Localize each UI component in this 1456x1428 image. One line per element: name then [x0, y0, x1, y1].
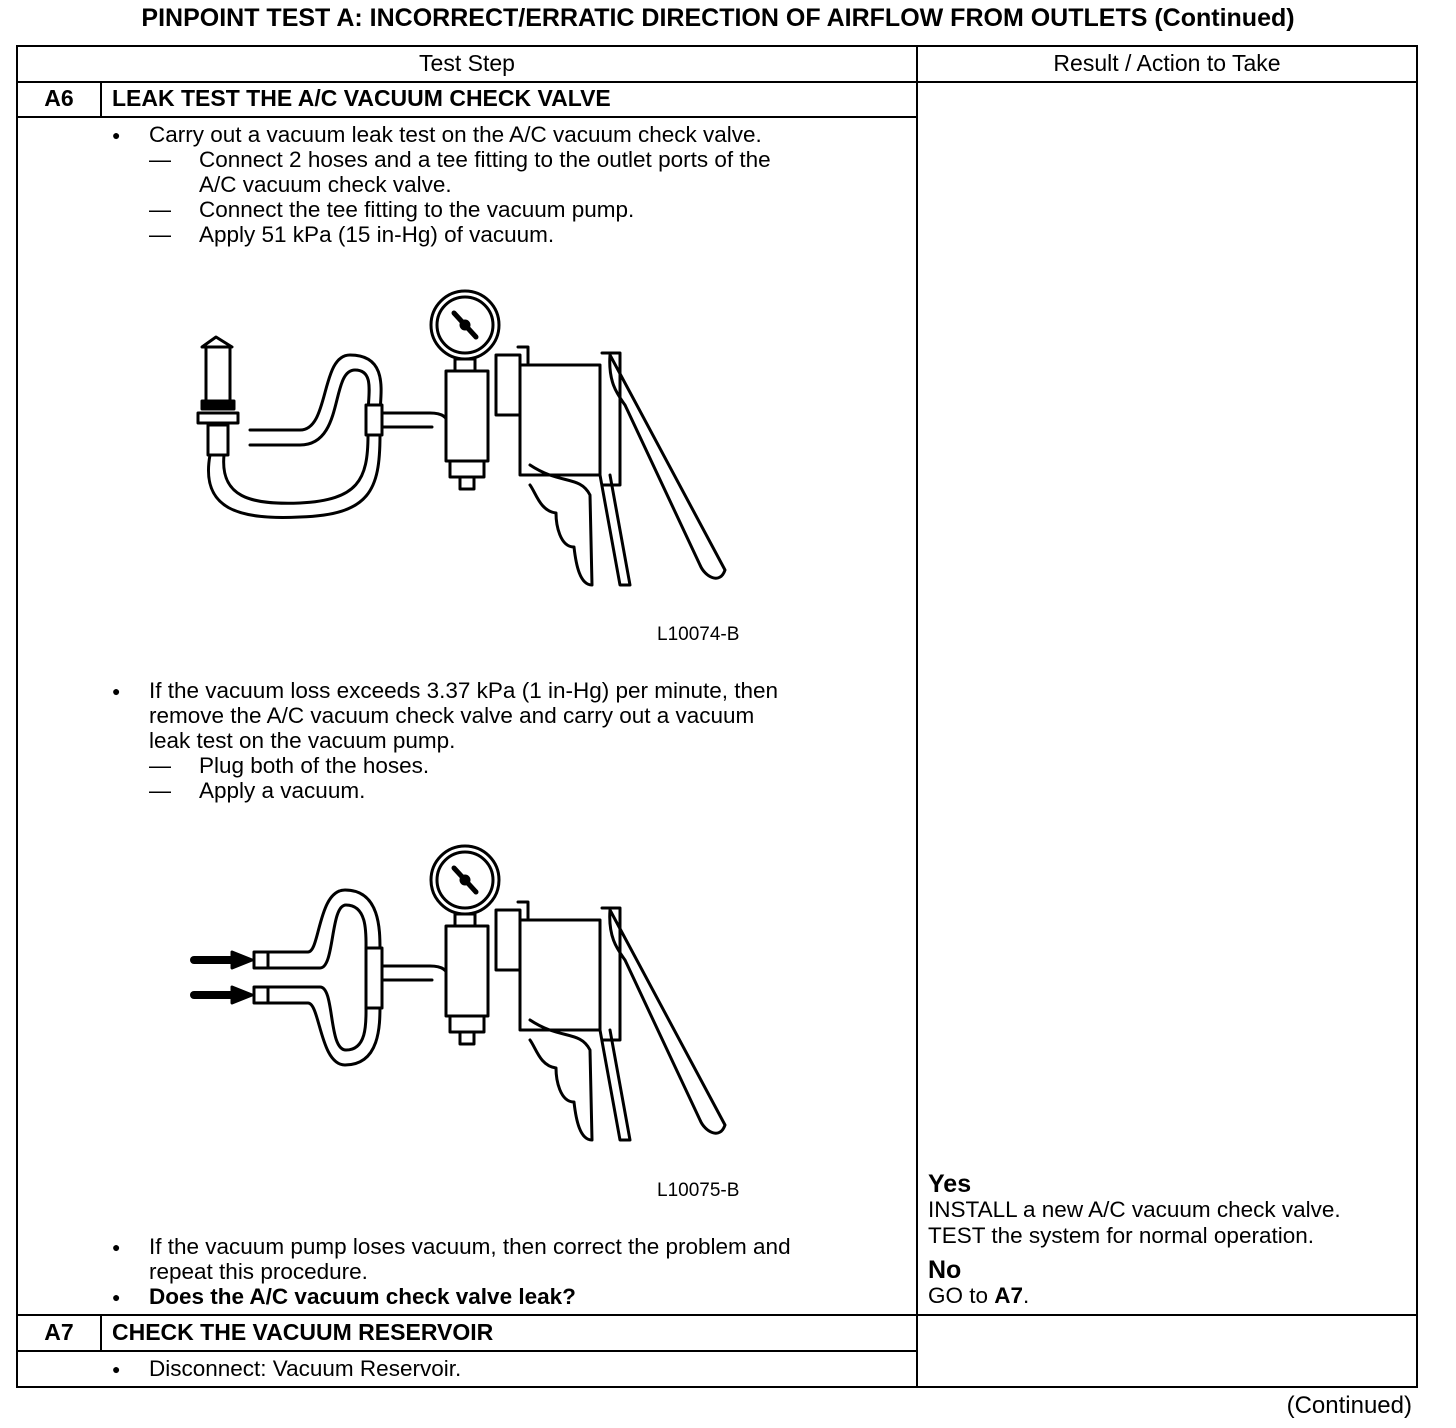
continued-footer: (Continued) — [1286, 1392, 1412, 1419]
result-yes-line2: TEST the system for normal operation. — [928, 1223, 1314, 1248]
a6-bullet-3-line1: If the vacuum pump loses vacuum, then co… — [149, 1234, 791, 1259]
a6-sub-1a-line1: Connect 2 hoses and a tee fitting to the… — [199, 147, 771, 172]
a6-id-divider — [100, 81, 102, 118]
a6-bullet-2-line3: leak test on the vacuum pump. — [149, 728, 456, 753]
a6-bullet-1: Carry out a vacuum leak test on the A/C … — [149, 122, 762, 147]
a6-sub-2b: Apply a vacuum. — [199, 778, 366, 803]
dash-icon: — — [149, 147, 171, 172]
a6-sub-1a-line2: A/C vacuum check valve. — [199, 172, 452, 197]
dash-icon: — — [149, 197, 171, 222]
bullet-icon: ● — [112, 127, 121, 143]
a7-bullet-1: Disconnect: Vacuum Reservoir. — [149, 1356, 462, 1381]
header-divider — [16, 81, 1418, 83]
a6-sub-1b: Connect the tee fitting to the vacuum pu… — [199, 197, 635, 222]
a7-title-divider — [16, 1350, 918, 1352]
result-no-target-link[interactable]: A7 — [994, 1283, 1024, 1308]
a6-sub-1c: Apply 51 kPa (15 in-Hg) of vacuum. — [199, 222, 555, 247]
bullet-icon: ● — [112, 1239, 121, 1255]
result-yes-label: Yes — [928, 1170, 972, 1198]
dash-icon: — — [149, 753, 171, 778]
dash-icon: — — [149, 222, 171, 247]
result-no-suffix: . — [1023, 1283, 1030, 1308]
result-yes-line1: INSTALL a new A/C vacuum check valve. — [928, 1197, 1341, 1222]
step-title-a7: CHECK THE VACUUM RESERVOIR — [112, 1319, 494, 1345]
result-no-label: No — [928, 1256, 962, 1284]
a6-bullet-3-line2: repeat this procedure. — [149, 1259, 368, 1284]
a6-bullet-2-line1: If the vacuum loss exceeds 3.37 kPa (1 i… — [149, 678, 779, 703]
a6-sub-2a: Plug both of the hoses. — [199, 753, 430, 778]
a6-question: Does the A/C vacuum check valve leak? — [149, 1284, 576, 1309]
table-border-right — [1416, 45, 1418, 1388]
vacuum-pump-plugged-hoses-illustration — [190, 844, 727, 1142]
column-divider — [916, 45, 918, 1388]
page-title: PINPOINT TEST A: INCORRECT/ERRATIC DIREC… — [141, 4, 1295, 32]
result-no-prefix: GO to — [928, 1283, 995, 1308]
figure-2-label: L10075-B — [657, 1180, 740, 1201]
table-border-left — [16, 45, 18, 1388]
step-id-a6: A6 — [44, 85, 74, 111]
step-title-a6: LEAK TEST THE A/C VACUUM CHECK VALVE — [112, 85, 611, 111]
a7-divider — [16, 1314, 1418, 1316]
a7-id-divider — [100, 1314, 102, 1352]
bullet-icon: ● — [112, 1361, 121, 1377]
a6-bullet-2-line2: remove the A/C vacuum check valve and ca… — [149, 703, 755, 728]
dash-icon: — — [149, 778, 171, 803]
bullet-icon: ● — [112, 683, 121, 699]
figure-1-label: L10074-B — [657, 624, 740, 645]
header-result: Result / Action to Take — [1053, 50, 1281, 76]
table-border-top — [16, 45, 1418, 47]
vacuum-pump-check-valve-illustration — [196, 289, 727, 587]
step-id-a7: A7 — [44, 1319, 74, 1345]
a6-title-divider — [16, 116, 918, 118]
result-no-line: GO to A7. — [928, 1283, 1029, 1309]
header-test-step: Test Step — [419, 50, 515, 76]
bullet-icon: ● — [112, 1289, 121, 1305]
table-border-bottom — [16, 1386, 1418, 1388]
